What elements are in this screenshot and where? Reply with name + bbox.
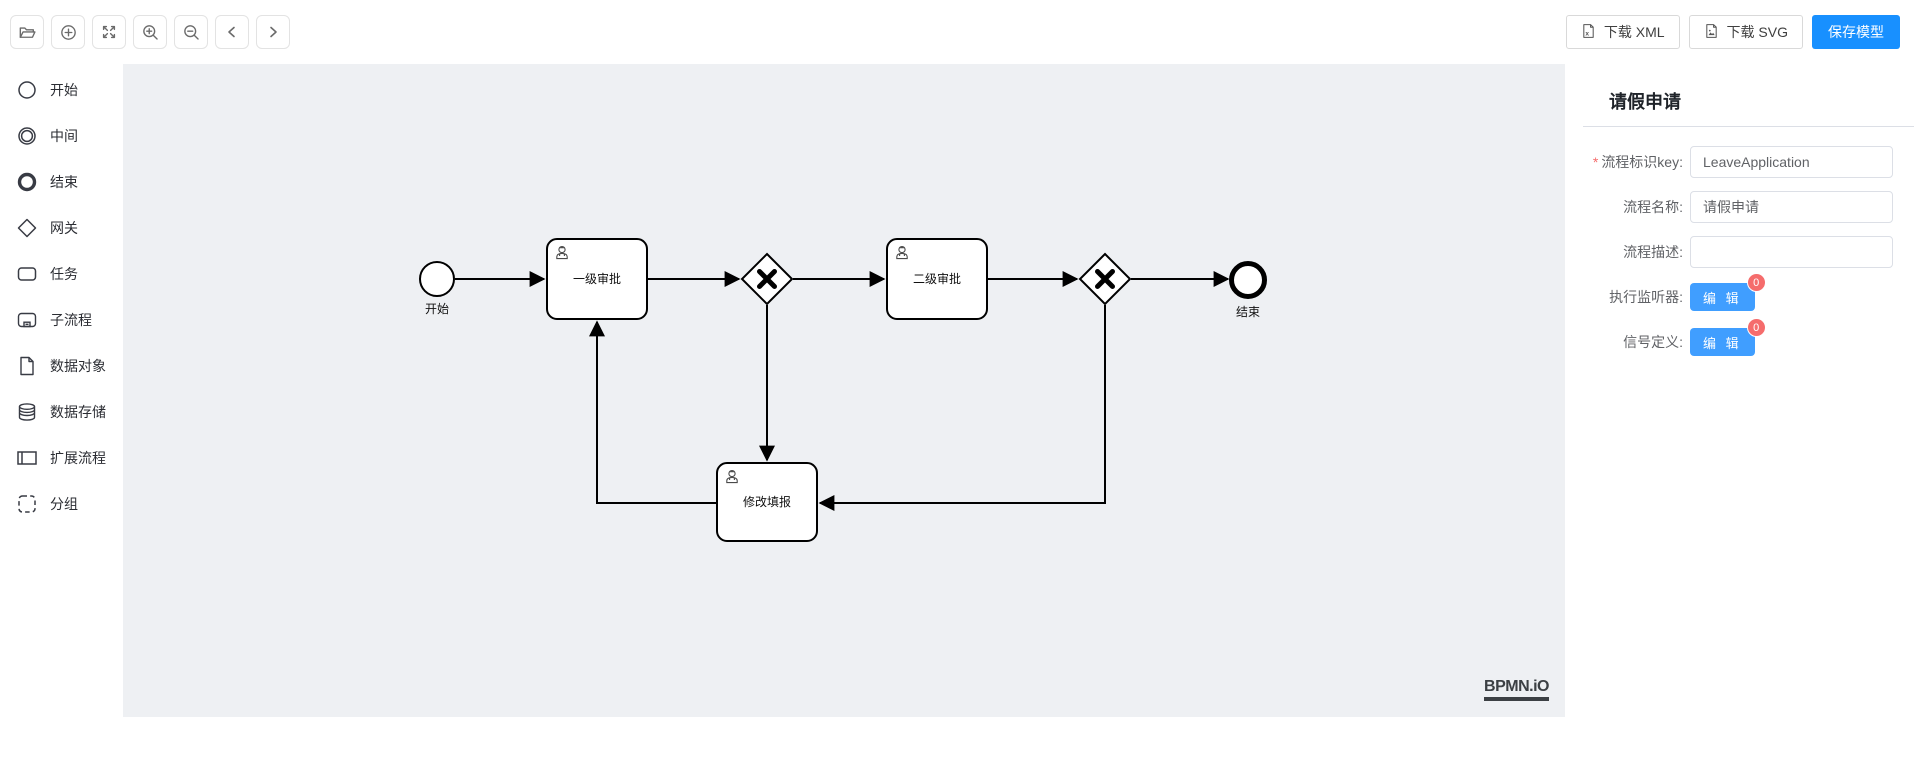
execution-listener-label: 执行监听器: (1609, 288, 1683, 305)
palette-item-group[interactable]: 分组 (0, 481, 123, 527)
bpmn-designer-app: x 下载 XML 下载 SVG 保存模型 (0, 0, 1914, 717)
task-label: 二级审批 (913, 271, 961, 286)
end-event-node[interactable]: 结束 (1229, 261, 1267, 320)
palette-item-task[interactable]: 任务 (0, 251, 123, 297)
step-back-button[interactable] (215, 15, 249, 49)
palette-item-data-object[interactable]: 数据对象 (0, 343, 123, 389)
palette-item-start-event[interactable]: 开始 (0, 67, 123, 113)
element-palette: 开始 中间 结束 网关 (0, 64, 123, 717)
download-svg-button[interactable]: 下载 SVG (1688, 15, 1803, 49)
toolbar-right-group: x 下载 XML 下载 SVG 保存模型 (1565, 15, 1900, 49)
signal-definition-edit-button[interactable]: 编 辑 (1690, 328, 1755, 356)
task-label: 一级审批 (573, 271, 621, 286)
zoom-in-button[interactable] (133, 15, 167, 49)
palette-item-subprocess[interactable]: 子流程 (0, 297, 123, 343)
palette-item-participant[interactable]: 扩展流程 (0, 435, 123, 481)
process-name-label: 流程名称: (1623, 198, 1683, 215)
download-xml-button[interactable]: x 下载 XML (1565, 15, 1680, 49)
toolbar: x 下载 XML 下载 SVG 保存模型 (0, 0, 1914, 64)
main-content: 开始 中间 结束 网关 (0, 64, 1914, 717)
circle-plus-icon (59, 23, 78, 42)
start-event-label: 开始 (425, 302, 449, 316)
execution-listener-count-badge: 0 (1746, 273, 1766, 292)
bpmnio-watermark[interactable]: BPMN.iO (1484, 678, 1549, 701)
sequence-flows (455, 271, 1230, 511)
step-forward-button[interactable] (256, 15, 290, 49)
exclusive-gateway-node-2[interactable] (1078, 252, 1132, 306)
panel-divider (1583, 126, 1914, 127)
chevron-right-icon (264, 23, 282, 41)
chevron-left-icon (223, 23, 241, 41)
palette-item-end-event[interactable]: 结束 (0, 159, 123, 205)
process-name-input[interactable] (1690, 191, 1893, 223)
form-row-signal-definition: 信号定义: 编 辑 0 (1565, 318, 1914, 359)
xml-file-icon: x (1581, 23, 1596, 42)
end-event-label: 结束 (1236, 305, 1260, 319)
open-file-button[interactable] (10, 15, 44, 49)
gateway-icon (15, 217, 39, 239)
signal-definition-label: 信号定义: (1623, 333, 1683, 350)
properties-panel: 请假申请 *流程标识key: 流程名称: 流程描述: 执行监听器: (1565, 64, 1914, 717)
palette-item-data-store[interactable]: 数据存储 (0, 389, 123, 435)
data-object-icon (15, 355, 39, 377)
subprocess-icon (15, 309, 39, 331)
form-row-execution-listener: 执行监听器: 编 辑 0 (1565, 273, 1914, 314)
required-asterisk: * (1592, 153, 1599, 170)
download-svg-label: 下载 SVG (1726, 24, 1788, 40)
start-event-icon (15, 79, 39, 101)
execution-listener-edit-button[interactable]: 编 辑 (1690, 283, 1755, 311)
form-row-process-key: *流程标识key: (1565, 145, 1914, 179)
signal-definition-count-badge: 0 (1746, 318, 1766, 337)
flow-task3-to-task1[interactable] (589, 320, 717, 504)
folder-open-icon (18, 23, 37, 42)
user-task-node-level2[interactable]: 二级审批 (886, 238, 988, 320)
process-key-label: *流程标识key: (1592, 153, 1683, 170)
intermediate-event-icon (15, 125, 39, 147)
participant-icon (15, 447, 39, 469)
svg-file-icon (1704, 23, 1719, 42)
process-key-input[interactable] (1690, 146, 1893, 178)
fit-viewport-button[interactable] (92, 15, 126, 49)
process-form: *流程标识key: 流程名称: 流程描述: 执行监听器: 编 辑 0 (1565, 145, 1914, 359)
task-label: 修改填报 (743, 494, 791, 509)
gateway-x-marker (1095, 269, 1115, 289)
task-icon (15, 263, 39, 285)
toolbar-left-group (10, 15, 290, 49)
process-description-input[interactable] (1690, 236, 1893, 268)
download-xml-label: 下载 XML (1603, 24, 1665, 40)
bpmn-diagram: 开始 一级审批 二级审批 (419, 238, 1267, 542)
new-diagram-button[interactable] (51, 15, 85, 49)
exclusive-gateway-node-1[interactable] (740, 252, 794, 306)
diagram-canvas[interactable]: 开始 一级审批 二级审批 (123, 64, 1565, 717)
zoom-in-icon (141, 23, 160, 42)
expand-icon (100, 23, 118, 41)
flow-gateway2-to-task3[interactable] (818, 305, 1106, 511)
user-task-node-rework[interactable]: 修改填报 (716, 462, 818, 542)
process-description-label: 流程描述: (1623, 243, 1683, 260)
form-row-process-description: 流程描述: (1565, 235, 1914, 269)
zoom-out-icon (182, 23, 201, 42)
svg-text:x: x (1585, 30, 1589, 37)
palette-item-gateway[interactable]: 网关 (0, 205, 123, 251)
zoom-out-button[interactable] (174, 15, 208, 49)
panel-title: 请假申请 (1609, 92, 1681, 112)
data-store-icon (15, 401, 39, 423)
gateway-x-marker (757, 269, 777, 289)
user-task-node-level1[interactable]: 一级审批 (546, 238, 648, 320)
group-icon (15, 493, 39, 515)
palette-item-intermediate-event[interactable]: 中间 (0, 113, 123, 159)
end-event-icon (15, 171, 39, 193)
start-event-node[interactable]: 开始 (419, 261, 455, 316)
form-row-process-name: 流程名称: (1565, 190, 1914, 224)
save-model-button[interactable]: 保存模型 (1812, 15, 1900, 49)
